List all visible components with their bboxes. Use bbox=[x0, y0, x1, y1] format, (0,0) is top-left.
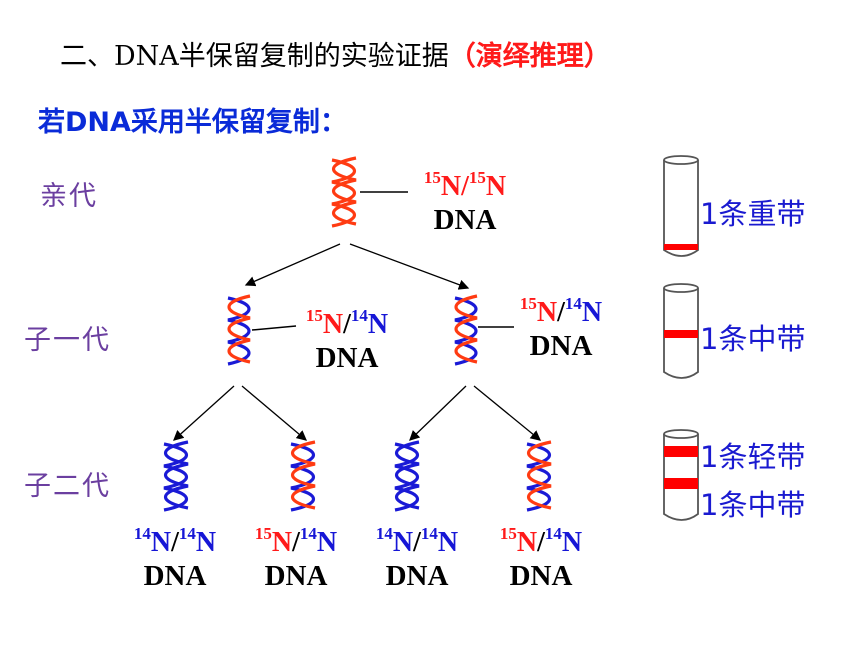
band-label-parent: 1条重带 bbox=[700, 197, 806, 231]
label-g2-4-slash: / bbox=[537, 527, 545, 558]
label-g2-1: 14N/14N DNA bbox=[120, 524, 230, 593]
generation-parent-label: 亲代 bbox=[40, 181, 98, 212]
label-g1-left-sup1: 15 bbox=[305, 306, 323, 325]
label-parent-sup1: 15 bbox=[423, 168, 441, 187]
arrow-g1-left-to-g2-2 bbox=[241, 385, 307, 441]
generation-first-label: 子一代 bbox=[24, 325, 111, 356]
label-g1-right: 15N/14N DNA bbox=[506, 294, 616, 363]
label-g1-right-dna: DNA bbox=[529, 330, 593, 362]
label-g2-1-sup1: 14 bbox=[133, 524, 151, 543]
tube-first-generation bbox=[663, 283, 699, 379]
arrow-g1-right-to-g2-4 bbox=[473, 385, 542, 441]
label-g2-2-slash: / bbox=[292, 527, 300, 558]
label-g2-3-slash: / bbox=[413, 527, 421, 558]
band-label-first: 1条中带 bbox=[700, 322, 806, 356]
parent-dna-helix bbox=[331, 156, 357, 228]
label-g2-3-sup2: 14 bbox=[420, 524, 438, 543]
label-g2-4-n2: N bbox=[561, 527, 583, 558]
label-g1-left-sup2: 14 bbox=[350, 306, 368, 325]
band-label-second-mid: 1条中带 bbox=[700, 488, 806, 522]
label-g1-left: 15N/14N DNA bbox=[292, 306, 402, 375]
g2-dna-helix-2 bbox=[290, 440, 316, 512]
tube-second-generation bbox=[663, 429, 699, 521]
band-intermediate-2 bbox=[664, 478, 698, 489]
arrow-parent-to-g1-right bbox=[349, 243, 470, 290]
label-parent-dna: DNA bbox=[433, 204, 497, 236]
g2-dna-helix-4 bbox=[526, 440, 552, 512]
label-g2-2-n1: N bbox=[271, 527, 293, 558]
label-g2-4-sup2: 14 bbox=[544, 524, 562, 543]
g1-left-dna-helix bbox=[227, 294, 251, 366]
label-parent-sup2: 15 bbox=[468, 168, 486, 187]
label-g2-3-n2: N bbox=[437, 527, 459, 558]
label-g2-2-dna: DNA bbox=[264, 560, 328, 592]
label-g1-left-dna: DNA bbox=[315, 342, 379, 374]
label-g1-left-n2: N bbox=[367, 309, 389, 340]
title-highlight: （演绎推理） bbox=[448, 41, 611, 72]
slide-title: 二、DNA半保留复制的实验证据（演绎推理） bbox=[60, 34, 611, 73]
title-main: 二、DNA半保留复制的实验证据 bbox=[60, 41, 449, 72]
label-g2-1-n1: N bbox=[150, 527, 172, 558]
label-g2-2-sup1: 15 bbox=[254, 524, 272, 543]
arrow-g1-left-to-g2-1 bbox=[173, 385, 235, 441]
label-g1-right-sup2: 14 bbox=[564, 294, 582, 313]
label-g2-2-sup2: 14 bbox=[299, 524, 317, 543]
g2-dna-helix-1 bbox=[163, 440, 189, 512]
label-parent-n2: N bbox=[485, 171, 507, 202]
label-g2-4-sup1: 15 bbox=[499, 524, 517, 543]
band-light bbox=[664, 446, 698, 457]
label-parent-slash: / bbox=[461, 171, 469, 202]
label-g2-1-dna: DNA bbox=[143, 560, 207, 592]
label-g2-2: 15N/14N DNA bbox=[241, 524, 351, 593]
arrow-g1-right-to-g2-3 bbox=[409, 385, 467, 441]
generation-second-label: 子二代 bbox=[24, 471, 111, 502]
label-g1-left-slash: / bbox=[343, 309, 351, 340]
label-g2-4: 15N/14N DNA bbox=[486, 524, 596, 593]
label-g2-3: 14N/14N DNA bbox=[362, 524, 472, 593]
arrow-parent-to-g1-left bbox=[244, 243, 341, 287]
label-g2-1-slash: / bbox=[171, 527, 179, 558]
subtitle: 若DNA采用半保留复制： bbox=[38, 107, 347, 138]
band-intermediate bbox=[664, 330, 698, 338]
label-parent: 15N/15N DNA bbox=[410, 168, 520, 237]
label-g2-3-n1: N bbox=[392, 527, 414, 558]
label-g1-right-n2: N bbox=[581, 297, 603, 328]
label-g1-right-slash: / bbox=[557, 297, 565, 328]
label-g2-4-dna: DNA bbox=[509, 560, 573, 592]
tube-parent bbox=[663, 155, 699, 257]
label-g2-1-sup2: 14 bbox=[178, 524, 196, 543]
label-g2-3-sup1: 14 bbox=[375, 524, 393, 543]
band-label-second-light: 1条轻带 bbox=[700, 440, 806, 474]
label-g1-left-n1: N bbox=[322, 309, 344, 340]
band-heavy bbox=[664, 244, 698, 250]
label-g2-3-dna: DNA bbox=[385, 560, 449, 592]
g1-left-pointer-line bbox=[251, 325, 297, 331]
label-g2-4-n1: N bbox=[516, 527, 538, 558]
g2-dna-helix-3 bbox=[394, 440, 420, 512]
g1-right-dna-helix bbox=[454, 294, 478, 366]
label-g1-right-sup1: 15 bbox=[519, 294, 537, 313]
label-g1-right-n1: N bbox=[536, 297, 558, 328]
label-g2-1-n2: N bbox=[195, 527, 217, 558]
label-g2-2-n2: N bbox=[316, 527, 338, 558]
label-parent-n1: N bbox=[440, 171, 462, 202]
